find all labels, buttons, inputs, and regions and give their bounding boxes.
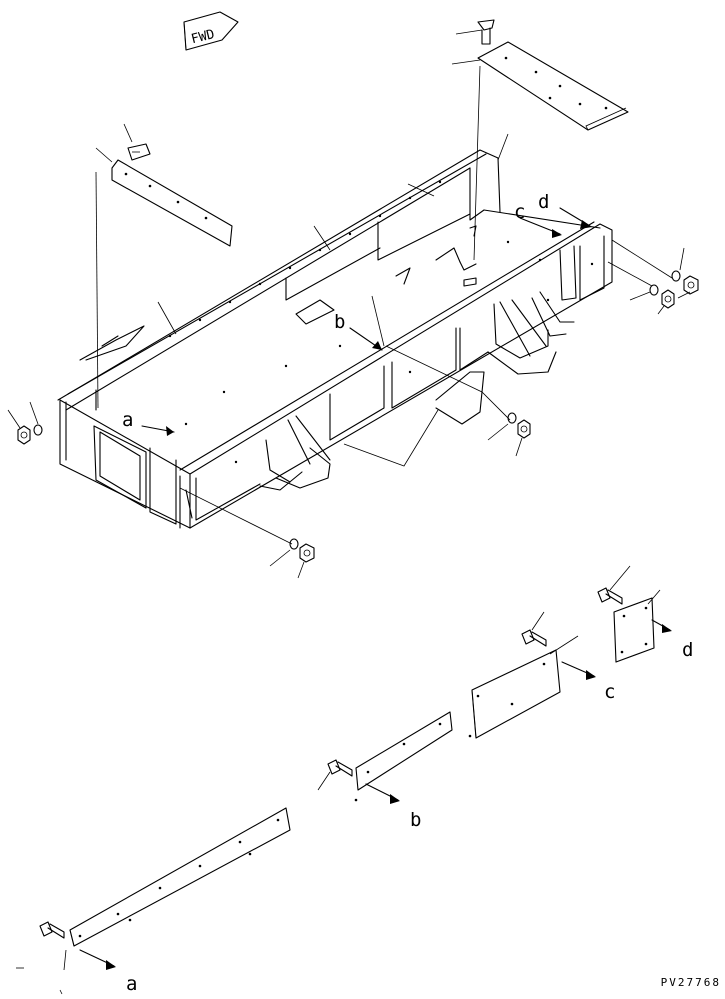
plate-c bbox=[468, 635, 596, 739]
left-side-plate bbox=[111, 159, 233, 247]
nut-washer-right bbox=[629, 247, 699, 315]
callout-c-plate: c bbox=[604, 681, 615, 703]
top-cover-plate bbox=[477, 41, 629, 131]
callout-d-plate: d bbox=[682, 639, 693, 661]
nut-washer-bottom bbox=[269, 538, 315, 579]
bolt-plate-a bbox=[16, 921, 65, 995]
plate-d bbox=[613, 589, 672, 663]
bolt-plate-b bbox=[317, 759, 353, 791]
callout-d-frame: d bbox=[538, 191, 549, 213]
callout-a-plate: a bbox=[126, 973, 137, 995]
plate-a bbox=[63, 807, 291, 971]
bolt-plate-d bbox=[597, 565, 631, 605]
bolt-top bbox=[455, 19, 495, 45]
bolt-left-plate bbox=[127, 143, 151, 161]
frame-arrows bbox=[141, 207, 592, 436]
callout-b-frame: b bbox=[334, 311, 345, 333]
nut-washer-left bbox=[7, 401, 43, 445]
plate-b bbox=[354, 711, 453, 804]
frame-holes bbox=[168, 180, 594, 464]
drawing-code: PV27768 bbox=[660, 976, 721, 989]
fwd-label: FWD bbox=[190, 27, 217, 47]
callout-c-frame: c bbox=[514, 201, 525, 223]
callout-b-plate: b bbox=[410, 809, 421, 831]
main-frame bbox=[57, 149, 613, 529]
callout-a-frame: a bbox=[122, 409, 133, 431]
bolt-plate-c bbox=[521, 611, 547, 647]
fwd-direction-badge: FWD bbox=[183, 11, 239, 51]
nut-washer-mid bbox=[487, 412, 531, 457]
